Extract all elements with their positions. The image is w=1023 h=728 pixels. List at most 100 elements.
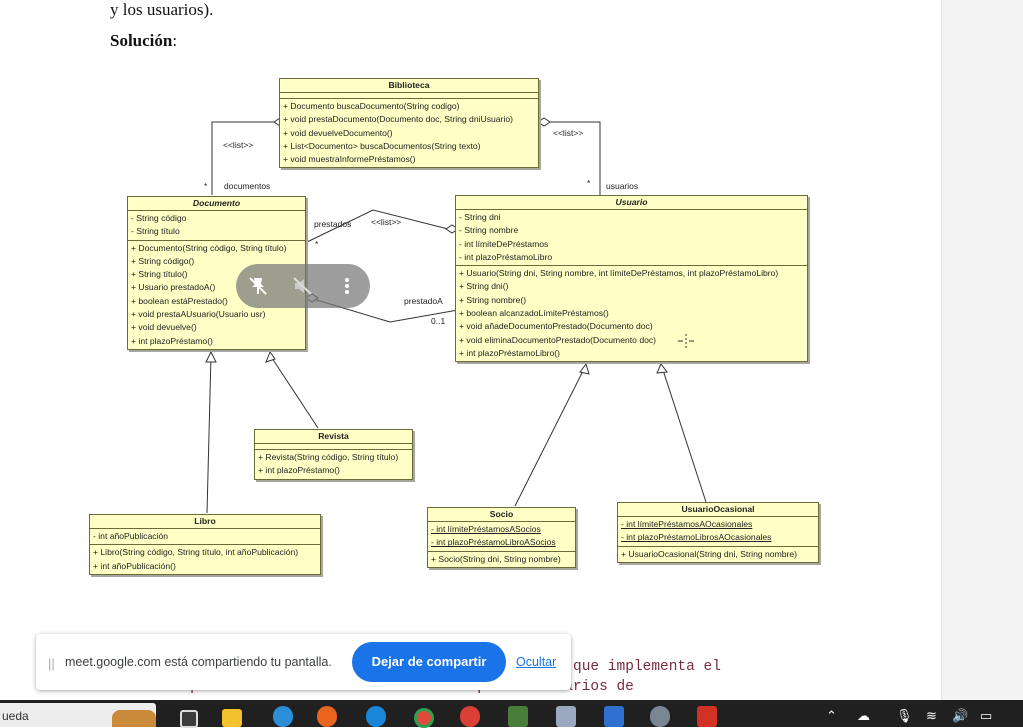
drag-handle-icon[interactable]: ||	[48, 656, 55, 671]
method: + Libro(String código, String título, in…	[93, 547, 299, 558]
method: + Documento(String código, String título…	[131, 242, 287, 253]
users-association-line	[538, 121, 601, 195]
methods-section: + UsuarioOcasional(String dni, String no…	[618, 547, 818, 562]
share-message: meet.google.com está compartiendo tu pan…	[65, 655, 332, 669]
mic-icon[interactable]: 🎙	[896, 708, 913, 723]
attribute: - String título	[131, 226, 180, 237]
method: + int plazoPréstamoLibro()	[459, 347, 561, 358]
attributes-section	[255, 444, 412, 450]
method: + int plazoPréstamo()	[131, 335, 213, 346]
chevron-up-icon[interactable]: ⌃	[826, 708, 837, 723]
class-usuario: Usuario - String dni - String nombre - i…	[455, 195, 808, 363]
volume-icon[interactable]: 🔊	[952, 708, 969, 723]
ocasional-generalization	[661, 366, 707, 503]
file-explorer-icon[interactable]	[222, 709, 242, 727]
methods-section: + Usuario(String dni, String nombre, int…	[456, 266, 807, 361]
battery-icon[interactable]: ▭	[980, 708, 993, 723]
code-text-line1: que implementa el	[573, 659, 721, 675]
methods-section: + Revista(String código, String título) …	[255, 450, 412, 479]
class-libro: Libro - int añoPublicación + Libro(Strin…	[89, 514, 321, 575]
class-revista: Revista + Revista(String código, String …	[254, 429, 413, 480]
notes-icon[interactable]	[604, 706, 624, 727]
attributes-section: - int límitePréstamosASocios - int plazo…	[428, 522, 575, 552]
socio-generalization	[514, 366, 586, 507]
pin-off-icon[interactable]	[246, 274, 270, 298]
static-attribute-text: - int plazoPréstamoLibrosAOcasionales	[621, 532, 772, 543]
list-label-middle: <<list>>	[371, 217, 402, 227]
attributes-section: - int límitePréstamosAOcasionales - int …	[618, 517, 818, 547]
attribute: - int plazoPréstamoLibro	[459, 251, 553, 262]
method: + Socio(String dni, String nombre)	[431, 553, 561, 564]
wifi-icon[interactable]: ≋	[926, 708, 937, 723]
solution-label: Solución	[110, 31, 173, 50]
static-attribute: - int plazoPréstamoLibroASocios	[428, 536, 575, 549]
methods-section: + Libro(String código, String título, in…	[90, 545, 320, 574]
method: + UsuarioOcasional(String dni, String no…	[621, 548, 798, 559]
method: + void prestaAUsuario(Usuario usr)	[131, 309, 266, 320]
role-prestadoA: prestadoA	[404, 296, 443, 306]
static-attribute-text: - int plazoPréstamoLibroASocios	[431, 537, 556, 548]
libro-generalization	[206, 354, 212, 514]
app-icon[interactable]	[556, 706, 576, 727]
solution-heading: Solución:	[110, 31, 177, 51]
static-attribute-text: - int límitePréstamosASocios	[431, 524, 541, 534]
method: + int plazoPréstamo()	[258, 465, 340, 476]
attribute: - int añoPublicación	[93, 531, 169, 541]
video-tile-controls	[236, 264, 370, 308]
attribute: - int límiteDePréstamos	[459, 238, 549, 249]
multiplicity-star-users: *	[587, 178, 591, 188]
windows-taskbar: ueda ⌃ ☁ 🎙 ≋ 🔊 ▭	[0, 700, 1023, 728]
docs-association-line	[211, 121, 274, 195]
cloud-icon[interactable]: ☁	[857, 708, 870, 723]
method: + String nombre()	[459, 294, 527, 305]
screen-share-bar: || meet.google.com está compartiendo tu …	[36, 634, 571, 690]
notepad-icon[interactable]	[508, 706, 528, 727]
class-name: Documento	[128, 197, 305, 211]
multiplicity-star-docs: *	[204, 181, 208, 191]
settings-icon[interactable]	[650, 706, 670, 727]
attribute: - String dni	[459, 212, 501, 222]
class-name: UsuarioOcasional	[618, 503, 818, 517]
attribute: - String código	[131, 213, 187, 223]
method: + boolean alcanzadoLímitePréstamos()	[459, 308, 609, 319]
static-attribute: - int límitePréstamosAOcasionales	[618, 518, 818, 531]
method: + List<Documento> buscaDocumentos(String…	[283, 140, 481, 151]
chrome-icon[interactable]	[414, 708, 434, 728]
method: + void muestraInformePréstamos()	[283, 154, 416, 165]
hide-link[interactable]: Ocultar	[516, 655, 557, 669]
attributes-section	[280, 93, 538, 99]
method: + String dni()	[459, 281, 509, 292]
role-prestados: prestados	[314, 219, 352, 229]
search-text: ueda	[2, 709, 29, 723]
multiplicity-star-prestados: *	[315, 239, 319, 249]
right-side-panel	[941, 0, 1023, 700]
attribute: - String nombre	[459, 225, 519, 236]
acrobat-icon[interactable]	[697, 706, 717, 727]
skype-icon[interactable]	[366, 706, 386, 727]
method: + int añoPublicación()	[93, 560, 176, 571]
method: + void prestaDocumento(Documento doc, St…	[283, 114, 513, 125]
class-name: Usuario	[456, 196, 807, 210]
task-view-icon[interactable]	[180, 710, 198, 728]
firefox-icon[interactable]	[317, 706, 337, 727]
role-documentos: documentos	[224, 181, 271, 191]
method: + Revista(String código, String título)	[258, 452, 399, 462]
methods-section: + Documento(String código, String título…	[128, 241, 305, 349]
multiplicity-0-1: 0..1	[431, 316, 446, 326]
method: + Usuario prestadoA()	[131, 282, 216, 293]
stop-sharing-button[interactable]: Dejar de compartir	[352, 642, 506, 682]
widget-icon[interactable]	[112, 710, 156, 727]
document-page: y los usuarios). Solución: <<list>> <<li…	[36, 0, 819, 695]
edge-icon[interactable]	[273, 706, 293, 727]
attributes-section: - String dni - String nombre - int límit…	[456, 210, 807, 267]
method: + void devuelve()	[131, 322, 197, 333]
class-biblioteca: Biblioteca + Documento buscaDocumento(St…	[279, 78, 539, 169]
method: + void devuelveDocumento()	[283, 127, 393, 138]
mute-icon[interactable]	[291, 274, 315, 298]
method: + void añadeDocumentoPrestado(Documento …	[459, 321, 653, 332]
class-name: Socio	[428, 508, 575, 522]
more-vert-icon[interactable]	[335, 274, 359, 298]
intro-text: y los usuarios).	[110, 0, 214, 19]
class-name: Libro	[90, 515, 320, 529]
chrome-profile-icon[interactable]	[460, 706, 480, 727]
